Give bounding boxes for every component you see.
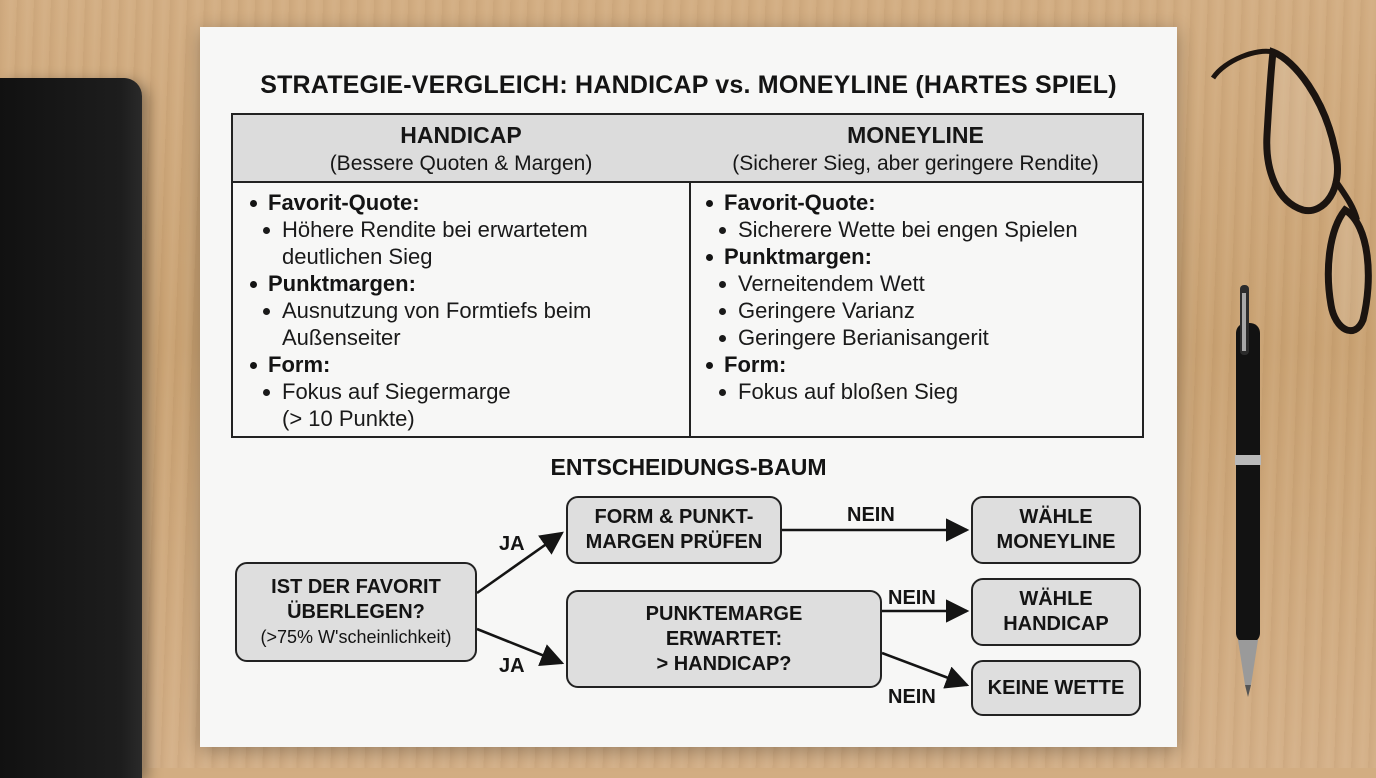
bullet-point: Geringere Varianz	[689, 297, 1142, 324]
section-title: Form:	[233, 351, 689, 378]
handicap-title: HANDICAP	[400, 122, 522, 148]
node-line: FORM & PUNKT-	[594, 506, 754, 528]
node-line: WÄHLE	[1019, 506, 1093, 528]
edge-label-yes: JA	[499, 533, 525, 555]
node-choose-moneyline: WÄHLE MONEYLINE	[971, 496, 1141, 564]
node-line: WÄHLE	[1019, 588, 1093, 610]
section-title: Favorit-Quote:	[689, 189, 1142, 216]
node-line: MARGEN PRÜFEN	[585, 531, 763, 553]
bullet-continuation: Außenseiter	[282, 325, 401, 350]
bullet-continuation: deutlichen Sieg	[282, 244, 433, 269]
node-margin-expected: PUNKTEMARGE ERWARTET: > HANDICAP?	[566, 590, 882, 688]
decision-tree-title: ENTSCHEIDUNGS-BAUM	[550, 454, 827, 480]
edge-label-no: NEIN	[888, 587, 936, 609]
moneyline-column: MONEYLINE (Sicherer Sieg, aber geringere…	[689, 115, 1142, 436]
edge-margin-to-nobet	[881, 651, 970, 689]
node-line: MONEYLINE	[996, 531, 1116, 553]
moneyline-section-quote: Favorit-Quote: Sicherere Wette bei engen…	[689, 189, 1142, 243]
node-line: (>75% W'scheinlichkeit)	[260, 626, 452, 647]
node-line: ERWARTET:	[665, 627, 783, 650]
node-line: ÜBERLEGEN?	[287, 600, 425, 623]
bullet-point: Fokus auf bloßen Sieg	[689, 378, 1142, 405]
node-is-favorite-superior: IST DER FAVORIT ÜBERLEGEN? (>75% W'schei…	[235, 562, 477, 662]
bullet-point: Sicherere Wette bei engen Spielen	[689, 216, 1142, 243]
section-title: Favorit-Quote:	[233, 189, 689, 216]
node-line: HANDICAP	[1003, 613, 1109, 635]
node-line: KEINE WETTE	[987, 676, 1125, 699]
edge-label-no: NEIN	[888, 686, 936, 708]
bullet-point: Verneitendem Wett	[689, 270, 1142, 297]
node-no-bet: KEINE WETTE	[971, 660, 1141, 716]
moneyline-subtitle: (Sicherer Sieg, aber geringere Rendite)	[732, 152, 1099, 175]
node-line: IST DER FAVORIT	[271, 575, 441, 598]
handicap-column: HANDICAP (Bessere Quoten & Margen) Favor…	[233, 115, 691, 436]
section-title: Punktmargen:	[233, 270, 689, 297]
black-notebook	[0, 78, 142, 778]
handicap-section-form: Form: Fokus auf Siegermarge (> 10 Punkte…	[233, 351, 689, 432]
handicap-body: Favorit-Quote: Höhere Rendite bei erwart…	[233, 183, 689, 432]
section-title: Form:	[689, 351, 1142, 378]
handicap-header: HANDICAP (Bessere Quoten & Margen)	[233, 115, 689, 183]
moneyline-section-form: Form: Fokus auf bloßen Sieg	[689, 351, 1142, 405]
edge-label-yes: JA	[499, 655, 525, 677]
handicap-section-quote: Favorit-Quote: Höhere Rendite bei erwart…	[233, 189, 689, 270]
moneyline-header: MONEYLINE (Sicherer Sieg, aber geringere…	[689, 115, 1142, 183]
bullet-point: Ausnutzung von Formtiefs beim	[233, 297, 689, 324]
node-choose-handicap: WÄHLE HANDICAP	[971, 578, 1141, 646]
node-check-form-margins: FORM & PUNKT- MARGEN PRÜFEN	[566, 496, 782, 564]
decision-tree-edges	[476, 518, 970, 689]
eyeglasses	[1210, 47, 1372, 335]
section-title: Punktmargen:	[689, 243, 1142, 270]
bullet-point: Fokus auf Siegermarge	[233, 378, 689, 405]
handicap-section-margins: Punktmargen: Ausnutzung von Formtiefs be…	[233, 270, 689, 351]
node-line: > HANDICAP?	[656, 652, 792, 675]
moneyline-title: MONEYLINE	[847, 122, 984, 148]
edge-label-no: NEIN	[847, 504, 895, 526]
strategy-sheet: STRATEGIE-VERGLEICH: HANDICAP vs. MONEYL…	[200, 27, 1177, 747]
bullet-point: Geringere Berianisangerit	[689, 324, 1142, 351]
bullet-point: Höhere Rendite bei erwartetem	[233, 216, 689, 243]
moneyline-section-margins: Punktmargen: Verneitendem Wett Geringere…	[689, 243, 1142, 351]
edge-start-to-check	[476, 531, 564, 595]
ballpoint-pen	[1235, 285, 1261, 697]
edge-start-to-margin	[476, 627, 565, 667]
main-title: STRATEGIE-VERGLEICH: HANDICAP vs. MONEYL…	[260, 71, 1117, 99]
node-line: PUNKTEMARGE	[645, 602, 803, 625]
moneyline-body: Favorit-Quote: Sicherere Wette bei engen…	[689, 183, 1142, 405]
bullet-continuation: (> 10 Punkte)	[282, 406, 415, 431]
comparison-table: HANDICAP (Bessere Quoten & Margen) Favor…	[231, 113, 1144, 438]
handicap-subtitle: (Bessere Quoten & Margen)	[329, 152, 593, 175]
